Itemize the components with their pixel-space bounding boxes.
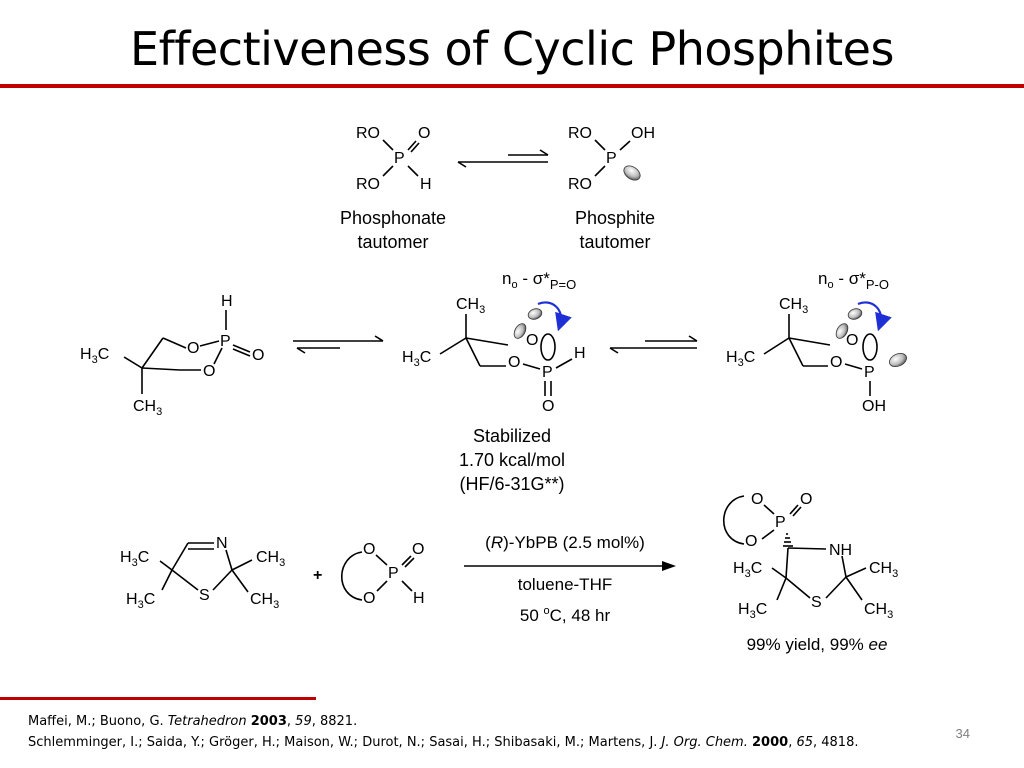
atom-label: O (846, 332, 858, 349)
product-structure: O O P O NH S H3C H3C CH3 CH3 (722, 491, 898, 621)
atom-label: H (221, 293, 233, 310)
atom-label: S (811, 594, 822, 611)
atom-label: O (363, 541, 375, 558)
atom-label: P (394, 150, 405, 167)
yield-label: 99% yield, 99% ee (747, 635, 888, 654)
atom-label: O (542, 398, 554, 415)
atom-label: P (220, 333, 231, 350)
atom-label: P (775, 514, 786, 531)
phosphite-reagent: O O P O H (340, 541, 425, 607)
atom-label: OH (631, 125, 655, 142)
methyl-label: H3C (402, 349, 431, 369)
atom-label: H (420, 176, 432, 193)
atom-label: OH (862, 398, 886, 415)
atom-label: H (413, 590, 425, 607)
ring-arc (722, 495, 745, 545)
interaction-label-p-eq-o: no - σ*P=O (502, 269, 576, 292)
phosphonate-structure: RO O P RO H (356, 125, 432, 193)
slide-title: Effectiveness of Cyclic Phosphites (130, 22, 894, 76)
atom-label: O (745, 533, 757, 550)
atom-label: O (751, 491, 763, 508)
methyl-label: CH3 (250, 591, 279, 611)
atom-label: O (418, 125, 430, 142)
atom-label: P (388, 565, 399, 582)
middle-conformer: CH3 H3C O O P H O (402, 296, 586, 415)
title-underline (0, 84, 1024, 88)
stabilization-line2: 1.70 kcal/mol (459, 450, 565, 470)
interaction-label-p-o: no - σ*P-O (818, 269, 889, 292)
orbital-interaction-arrow (857, 301, 892, 332)
methyl-label: CH3 (864, 601, 893, 621)
phosphite-structure: RO OH P RO (568, 125, 655, 193)
stereo-hash-bond (783, 533, 793, 547)
atom-label: P (606, 150, 617, 167)
methyl-label: H3C (733, 560, 762, 580)
phosphonate-label-line2: tautomer (357, 232, 428, 252)
atom-label: O (526, 332, 538, 349)
atom-label: O (508, 354, 520, 371)
stabilization-line3: (HF/6-31G**) (459, 474, 564, 494)
atom-label: P (542, 364, 553, 381)
lone-pair-lobe (527, 308, 543, 320)
atom-label: P (864, 364, 875, 381)
plus-sign: + (313, 567, 322, 584)
phosphite-label-line2: tautomer (579, 232, 650, 252)
reference-1: Maffei, M.; Buono, G. Tetrahedron 2003, … (28, 714, 358, 729)
methyl-label: H3C (738, 601, 767, 621)
atom-label: RO (568, 176, 592, 193)
atom-label: O (252, 347, 264, 364)
lone-pair-lobe (623, 165, 641, 181)
methyl-label: CH3 (779, 296, 808, 316)
atom-label: NH (829, 542, 852, 559)
methyl-label: H3C (126, 591, 155, 611)
thiazoline: N S H3C H3C CH3 CH3 (120, 535, 285, 611)
atom-label: RO (568, 125, 592, 142)
reaction-arrow (464, 561, 676, 571)
lone-pair-lobe (835, 323, 849, 339)
catalyst-label: (R)-YbPB (2.5 mol%) (485, 533, 645, 552)
atom-label: O (800, 491, 812, 508)
atom-label: O (830, 354, 842, 371)
equilibrium-arrow (457, 149, 549, 168)
atom-label: RO (356, 176, 380, 193)
atom-label: O (203, 363, 215, 380)
lone-pair-lobe (889, 352, 907, 368)
atom-label: O (363, 590, 375, 607)
methyl-label: CH3 (456, 296, 485, 316)
methyl-label: CH3 (133, 398, 162, 418)
atom-label: H (574, 345, 586, 362)
references: Maffei, M.; Buono, G. Tetrahedron 2003, … (28, 711, 988, 753)
methyl-label: CH3 (869, 560, 898, 580)
cyclic-phosphonate: H P O O O H3C CH3 (80, 293, 264, 418)
references-divider (0, 697, 316, 700)
phosphonate-label-line1: Phosphonate (340, 208, 446, 228)
temperature-label: 50 oC, 48 hr (520, 605, 611, 625)
orbital-outline (862, 333, 878, 361)
atom-label: O (412, 541, 424, 558)
right-conformer: CH3 H3C O O P OH (726, 296, 907, 415)
ring-arc (340, 551, 363, 601)
methyl-label: H3C (120, 549, 149, 569)
orbital-interaction-arrow (537, 301, 572, 332)
page-number: 34 (955, 726, 970, 741)
atom-label: RO (356, 125, 380, 142)
atom-label: O (187, 340, 199, 357)
reference-2: Schlemminger, I.; Saida, Y.; Gröger, H.;… (28, 735, 859, 750)
lone-pair-lobe (847, 308, 863, 320)
methyl-label: CH3 (256, 549, 285, 569)
stabilization-line1: Stabilized (473, 426, 551, 446)
lone-pair-lobe (513, 323, 527, 339)
methyl-label: H3C (80, 346, 109, 366)
atom-label: S (199, 587, 210, 604)
atom-label: N (216, 535, 228, 552)
phosphite-label-line1: Phosphite (575, 208, 655, 228)
solvent-label: toluene-THF (518, 575, 612, 594)
orbital-outline (540, 333, 556, 361)
equilibrium-arrow (609, 335, 698, 354)
chemistry-scheme: RO O P RO H Phosphonate tautomer RO OH P… (80, 125, 907, 654)
methyl-label: H3C (726, 349, 755, 369)
equilibrium-arrow (293, 335, 384, 354)
